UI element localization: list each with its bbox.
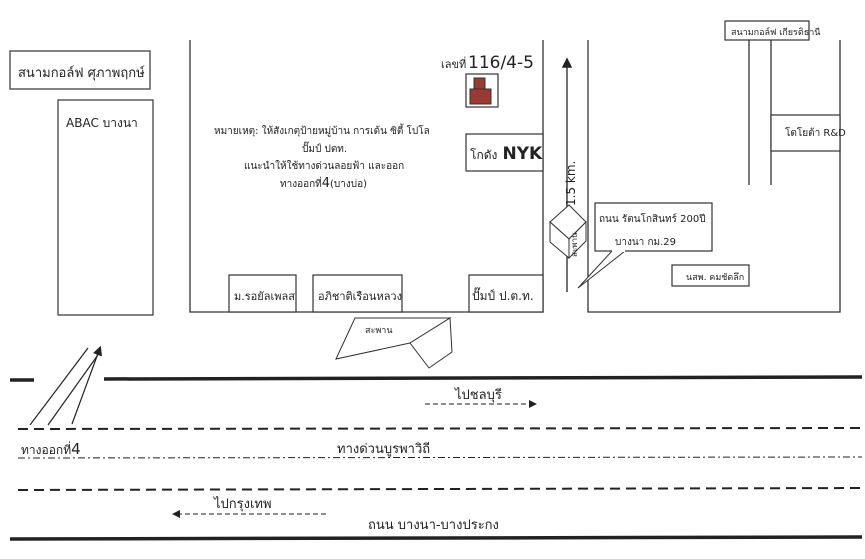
school-label: นสพ. คมชัดลึก [686,272,744,283]
note-line-2: ปั๊มป์ ปตท. [302,141,347,155]
main-bridge-label: สะพาน [365,326,392,336]
address-number: 116/4-5 [468,53,534,73]
golf-kiatthani-box [724,20,810,41]
address-label: เลขที่ [441,56,466,71]
royal-place-box [228,274,297,313]
destination-building-small [473,77,486,90]
rattanakosin-line-1: ถนน รัตนโกสินทร์ 200ปี [599,212,706,225]
note-line-1: หมายเหตุ: ให้สังเกตุป้ายหมู่บ้าน การเด้น… [214,123,430,137]
abac-box [57,99,154,316]
exit-4-label: ทางออกที่4 [21,440,81,458]
to-bangkok-label: ไปกรุงเทพ [213,496,272,512]
bangna-road-bottom-line [9,535,863,541]
main-bridge [335,317,453,369]
golf-supapruek-label: สนามกอล์ฟ ศุภาพฤกษ์ [18,65,145,81]
note-line-4: ทางออกที่4(บางบ่อ) [280,176,367,191]
to-chonburi-label: ไปชลบุรี [454,387,502,403]
bangna-road-label: ถนน บางนา-บางประกง [368,518,499,533]
ptt-box [468,274,544,313]
apichart-label: อภิชาติเรือนหลวง [318,290,402,303]
nyk-box [465,133,544,172]
exit-4-ramp [29,345,103,426]
side-bridge [549,204,587,260]
rattanakosin-line-2: บางนา กม.29 [615,237,676,248]
school-box [671,264,750,287]
toyota-label: โตโยต้า R&D [785,126,846,139]
note-line-3: แนะนำให้ใช้ทางด่วนลอยฟ้า และออก [244,160,404,172]
expressway-center-line [17,456,863,459]
rattanakosin-callout [594,202,713,252]
destination-building-large [469,88,492,105]
golf-supapruek-box [9,50,151,90]
golf-kiatthani-label: สนามกอล์ฟ เกียรติธานี [731,26,820,38]
apichart-box [312,274,403,313]
expressway-top-line [103,375,863,381]
distance-label: 1.5 km. [564,161,578,206]
side-bridge-label: สะพาน [570,232,579,257]
callout-pointer [577,250,626,289]
ptt-label: ปั๊มป์ ป.ต.ท. [472,287,534,303]
toyota-box [770,114,841,152]
expressway-dashed-lower [17,487,863,491]
royal-place-label: ม.รอยัลเพลส [234,290,295,303]
expressway-label: ทางด่วนบูรพาวิถี [337,441,430,457]
nyk-label: โกดัง NYK [470,144,543,164]
expressway-dashed-upper [17,427,863,430]
abac-label: ABAC บางนา [66,116,138,130]
